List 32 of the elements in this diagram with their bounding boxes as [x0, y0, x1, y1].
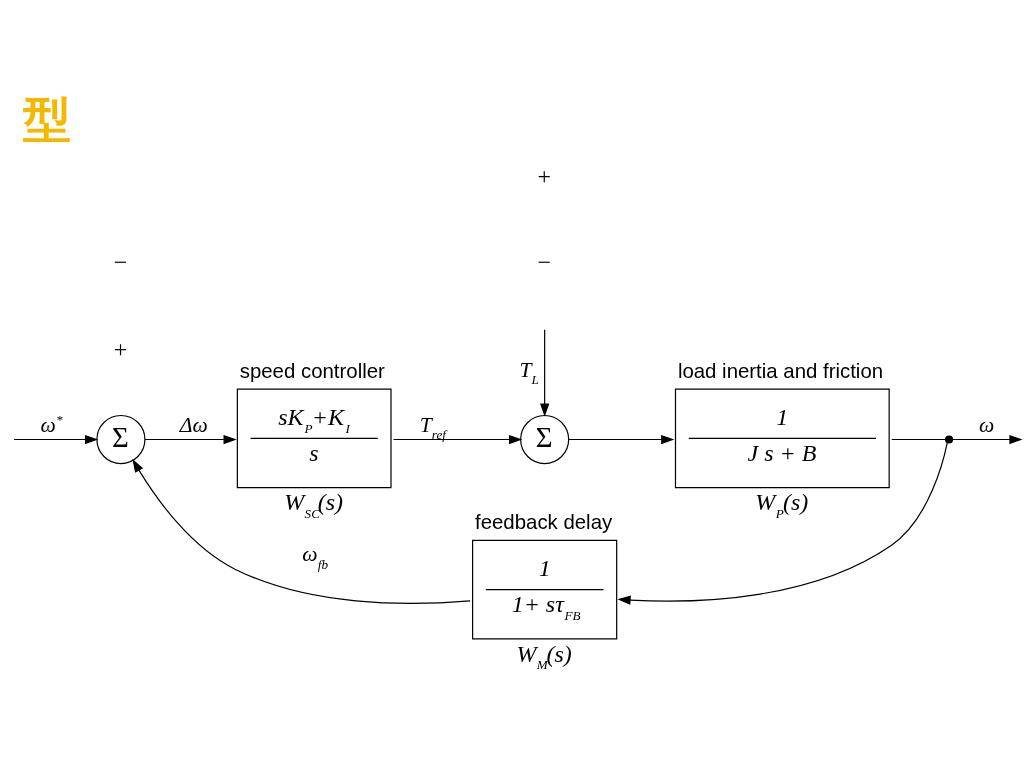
- diagram-title: 型: [22, 92, 71, 146]
- connector: [891, 438, 946, 440]
- edge-label: ω: [978, 412, 995, 437]
- node-label: speed controller: [239, 359, 385, 382]
- arrow: [952, 434, 1023, 444]
- arrow: [132, 458, 471, 604]
- node-box: 1 1+ sτ$_{FB}$: [472, 539, 618, 639]
- arrow: [144, 434, 237, 444]
- arrow: [392, 434, 523, 444]
- label: −: [537, 248, 551, 275]
- node-box: 1 J s + B: [674, 388, 890, 488]
- edge-label: T$_{ref}$: [419, 412, 446, 442]
- edge-label: ω$_{fb}$: [302, 541, 329, 572]
- arrow: [540, 328, 550, 417]
- edge-label: T$_{L}$: [519, 357, 539, 387]
- node-label: W$_{SC}$(s): [284, 488, 344, 521]
- label: +: [113, 335, 128, 362]
- node-label: load inertia and friction: [677, 359, 884, 382]
- arrow: [13, 434, 99, 444]
- arrow: [568, 434, 675, 444]
- node-circle: Σ: [96, 414, 146, 464]
- node-box: sK$_{P}$+K$_{I}$ s: [236, 388, 392, 488]
- node-label: W$_{M}$(s): [516, 640, 572, 672]
- node-point: [945, 434, 954, 444]
- node-circle: Σ: [520, 414, 570, 464]
- edge-label: Δω: [179, 412, 208, 437]
- label: −: [113, 248, 128, 275]
- edge-label: ω$^{*}$: [40, 411, 63, 437]
- node-label: feedback delay: [475, 510, 613, 533]
- arrow: [617, 441, 948, 605]
- label: +: [537, 162, 551, 189]
- node-label: W$_{P}$(s): [755, 488, 809, 521]
